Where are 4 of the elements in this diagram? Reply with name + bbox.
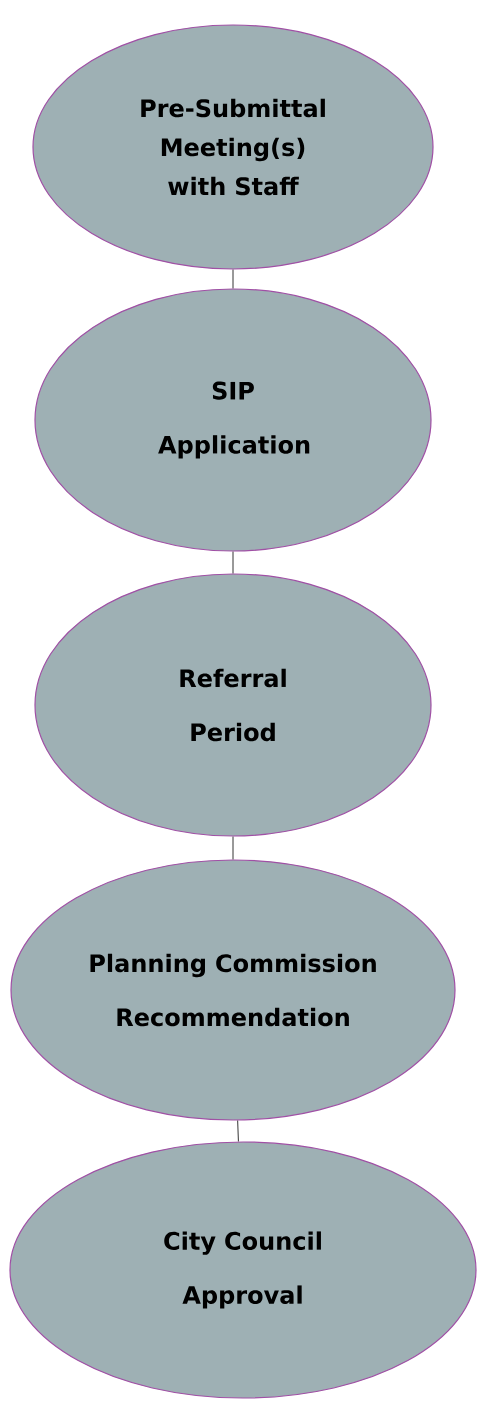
connector-line <box>232 836 234 860</box>
connector-line <box>232 269 234 289</box>
connector-line <box>232 551 234 574</box>
connector-line <box>237 1120 239 1142</box>
